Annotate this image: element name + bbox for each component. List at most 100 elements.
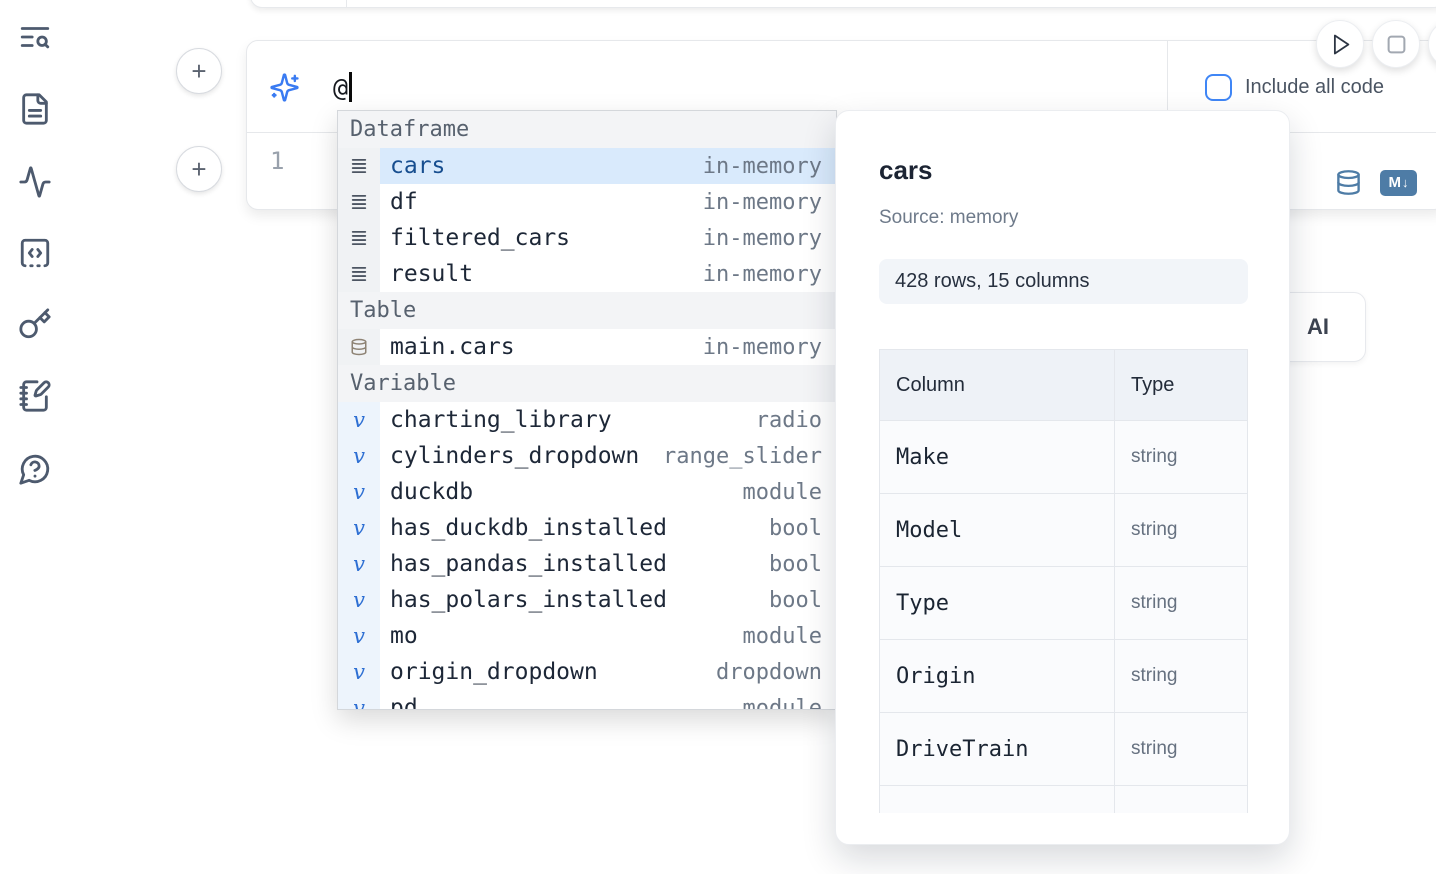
database-icon[interactable] [1335, 169, 1362, 196]
completion-name: df [390, 189, 418, 215]
add-cell-button-top[interactable]: + [176, 48, 222, 94]
autocomplete-item-df[interactable]: df in-memory [338, 184, 836, 220]
completion-name: duckdb [390, 479, 474, 505]
variable-icon: v [338, 546, 380, 582]
completion-type: bool [769, 515, 822, 541]
completion-type: radio [755, 407, 822, 433]
activity-icon[interactable] [18, 165, 52, 199]
autocomplete-item-has_pandas_installed[interactable]: v has_pandas_installed bool [338, 546, 836, 582]
completion-type: dropdown [716, 659, 822, 685]
cell-output-toolbar: M↓ [1335, 169, 1417, 196]
include-all-code-toggle[interactable]: Include all code [1205, 74, 1384, 101]
autocomplete-item-main.cars[interactable]: main.cars in-memory [338, 329, 836, 365]
prompt-value: @ [333, 72, 349, 102]
autocomplete-item-origin_dropdown[interactable]: v origin_dropdown dropdown [338, 654, 836, 690]
dataframe-rows-icon [338, 148, 380, 184]
completion-name: cars [390, 153, 446, 179]
line-number: 1 [270, 147, 285, 175]
completion-name: origin_dropdown [390, 659, 598, 685]
database-icon [338, 329, 380, 365]
autocomplete-item-charting_library[interactable]: v charting_library radio [338, 402, 836, 438]
dataframe-rows-icon [338, 184, 380, 220]
completion-name: charting_library [390, 407, 612, 433]
markdown-icon[interactable]: M↓ [1380, 169, 1417, 196]
dataframe-rows-icon [338, 256, 380, 292]
dataframe-rows-icon [338, 220, 380, 256]
variable-icon: v [338, 618, 380, 654]
completion-type: bool [769, 551, 822, 577]
preview-table-header: Column [879, 349, 1115, 421]
completion-name: filtered_cars [390, 225, 571, 251]
variable-icon: v [338, 654, 380, 690]
run-button[interactable] [1316, 20, 1364, 68]
preview-table-row-clipped [879, 785, 1248, 813]
completion-name: has_pandas_installed [390, 551, 667, 577]
notebook-pen-icon[interactable] [18, 379, 52, 413]
variable-icon: v [338, 402, 380, 438]
line-number-gutter: 1 [247, 133, 346, 210]
completion-type: in-memory [702, 153, 822, 179]
variable-icon: v [338, 510, 380, 546]
variable-icon: v [338, 582, 380, 618]
completion-type: in-memory [702, 189, 822, 215]
plus-icon: + [191, 153, 207, 184]
completion-type: module [742, 623, 822, 649]
dataframe-preview-panel: cars Source: memory 428 rows, 15 columns… [835, 110, 1290, 845]
autocomplete-item-has_polars_installed[interactable]: v has_polars_installed bool [338, 582, 836, 618]
file-text-icon[interactable] [18, 92, 52, 126]
code-editor-row[interactable]: 1 M↓ [247, 133, 1436, 210]
stop-button[interactable] [1372, 20, 1420, 68]
ai-prompt-input[interactable]: @ [333, 41, 352, 133]
autocomplete-item-result[interactable]: result in-memory [338, 256, 836, 292]
sidebar [0, 0, 70, 874]
completion-type: in-memory [702, 225, 822, 251]
autocomplete-item-cars[interactable]: cars in-memory [338, 148, 836, 184]
plus-icon: + [191, 55, 207, 86]
preview-title: cars [879, 155, 933, 185]
include-all-code-label: Include all code [1245, 76, 1384, 98]
completion-type: module [742, 695, 822, 710]
completion-name: main.cars [390, 334, 515, 360]
autocomplete-section-header: Dataframe [338, 111, 836, 148]
autocomplete-section-header: Table [338, 292, 836, 329]
text-search-icon[interactable] [18, 20, 52, 54]
cell-above-clipped [250, 0, 1436, 8]
completion-type: range_slider [663, 443, 822, 469]
sparkles-icon [269, 72, 300, 103]
variable-icon: v [338, 474, 380, 510]
include-all-code-checkbox[interactable] [1205, 74, 1232, 101]
autocomplete-item-has_duckdb_installed[interactable]: v has_duckdb_installed bool [338, 510, 836, 546]
completion-type: module [742, 479, 822, 505]
text-cursor [349, 72, 352, 102]
completion-type: bool [769, 587, 822, 613]
preview-source: Source: memory [879, 207, 1019, 228]
completion-name: has_polars_installed [390, 587, 667, 613]
completion-name: cylinders_dropdown [390, 443, 640, 469]
add-cell-button-bottom[interactable]: + [176, 146, 222, 192]
completion-name: result [390, 261, 474, 287]
completion-type: in-memory [702, 261, 822, 287]
variable-icon: v [338, 690, 380, 709]
preview-table-header: Type [1114, 349, 1248, 421]
autocomplete-section-header: Variable [338, 365, 836, 402]
completion-name: mo [390, 623, 418, 649]
preview-shape-badge: 428 rows, 15 columns [879, 259, 1248, 304]
autocomplete-item-filtered_cars[interactable]: filtered_cars in-memory [338, 220, 836, 256]
completion-name: has_duckdb_installed [390, 515, 667, 541]
ai-button-label: AI [1307, 314, 1329, 339]
key-icon[interactable] [18, 307, 52, 341]
code-snippets-icon[interactable] [18, 236, 52, 270]
completion-type: in-memory [702, 334, 822, 360]
help-chat-icon[interactable] [18, 452, 52, 486]
